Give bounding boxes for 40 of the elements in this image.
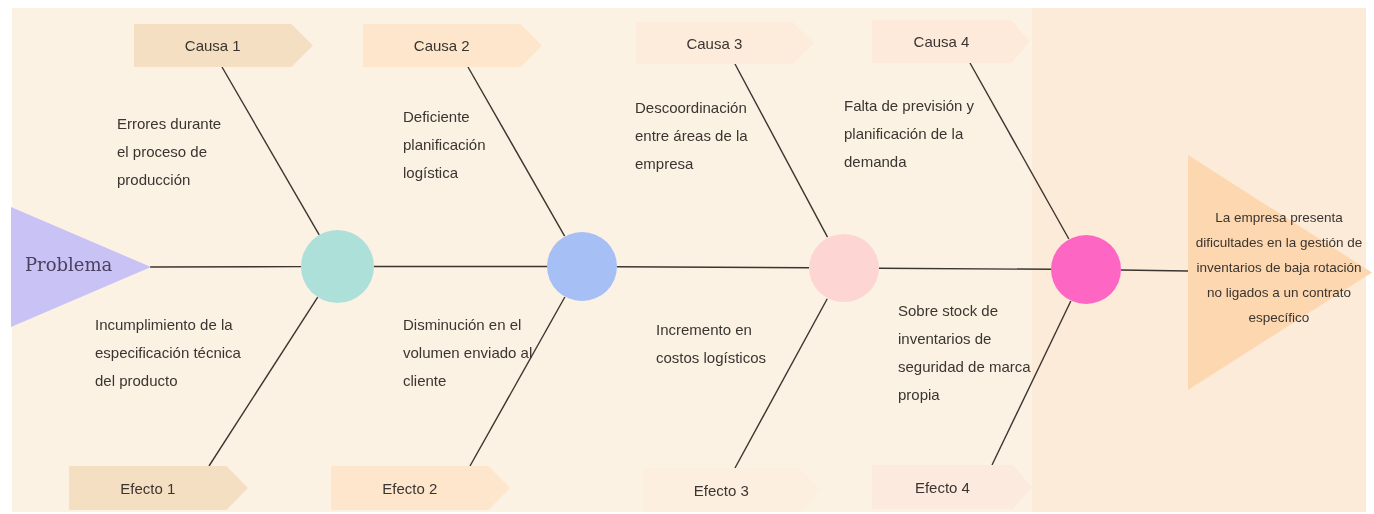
- tag-label: Causa 1: [184, 37, 241, 54]
- effect-bone-line: [469, 296, 566, 467]
- tag-label: Efecto 3: [693, 481, 749, 499]
- spine-line: [149, 265, 302, 268]
- cause-bone-line: [969, 62, 1070, 240]
- tag-label: Causa 2: [413, 37, 470, 54]
- tag-label: Efecto 1: [120, 479, 176, 497]
- cause-text: Errores durante el proceso de producción: [117, 114, 223, 190]
- tag-label: Causa 4: [913, 33, 970, 50]
- cause-text: Deficiente planificación logística: [403, 107, 487, 183]
- spine-line: [616, 266, 810, 269]
- result-text: La empresa presenta dificultades en la gestión de inventarios de baja rotación no ligados a un contrato específico: [1194, 209, 1364, 327]
- cause-tag: [363, 24, 542, 67]
- tag-label: Efecto 2: [382, 479, 438, 497]
- effect-text: Disminución en el volumen enviado al cliente: [403, 315, 534, 391]
- effect-text: Sobre stock de inventarios de seguridad de marca propia: [898, 301, 1032, 405]
- cause-text: Descoordinación entre áreas de la empresa: [635, 98, 749, 174]
- effect-tag: [643, 468, 821, 512]
- cause-tag: [134, 24, 313, 67]
- effect-tag: [69, 466, 248, 510]
- cause-bone-line: [221, 66, 320, 236]
- spine-line: [878, 267, 1052, 270]
- cause-bone-line: [467, 66, 566, 237]
- spine-line: [373, 265, 548, 268]
- cause-tag: [636, 22, 814, 64]
- cause-tag: [872, 20, 1030, 63]
- tag-label: Efecto 4: [914, 478, 970, 496]
- result-triangle: [1188, 155, 1372, 390]
- effect-bone-line: [734, 298, 828, 469]
- effect-tag: [872, 465, 1032, 509]
- effect-text: Incremento en costos logísticos: [656, 320, 768, 368]
- problem-label: Problema: [25, 254, 113, 275]
- effect-text: Incumplimiento de la especificación técnica del producto: [95, 315, 242, 391]
- tag-label: Causa 3: [686, 34, 743, 52]
- cause-bone-line: [734, 63, 829, 238]
- effect-bone-line: [208, 296, 319, 467]
- effect-tag: [331, 466, 510, 510]
- cause-text: Falta de previsión y planificación de la demanda: [844, 96, 976, 172]
- spine-line: [1120, 269, 1189, 272]
- effect-bone-line: [991, 300, 1072, 466]
